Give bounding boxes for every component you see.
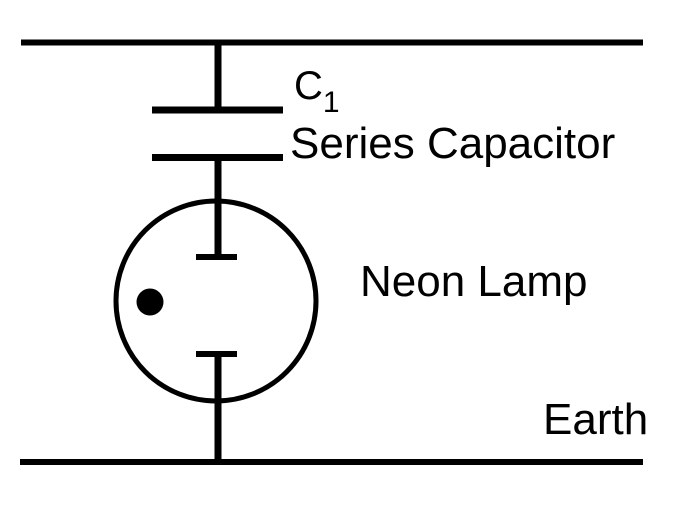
- neon-lamp-label: Neon Lamp: [360, 257, 588, 306]
- capacitor-designator: C: [294, 64, 323, 108]
- earth-label: Earth: [543, 395, 649, 444]
- neon-lamp-gas-dot: [136, 288, 164, 316]
- capacitor-designator-label: C1: [294, 66, 340, 118]
- capacitor-designator-subscript: 1: [322, 86, 340, 119]
- series-capacitor-label: Series Capacitor: [290, 119, 616, 168]
